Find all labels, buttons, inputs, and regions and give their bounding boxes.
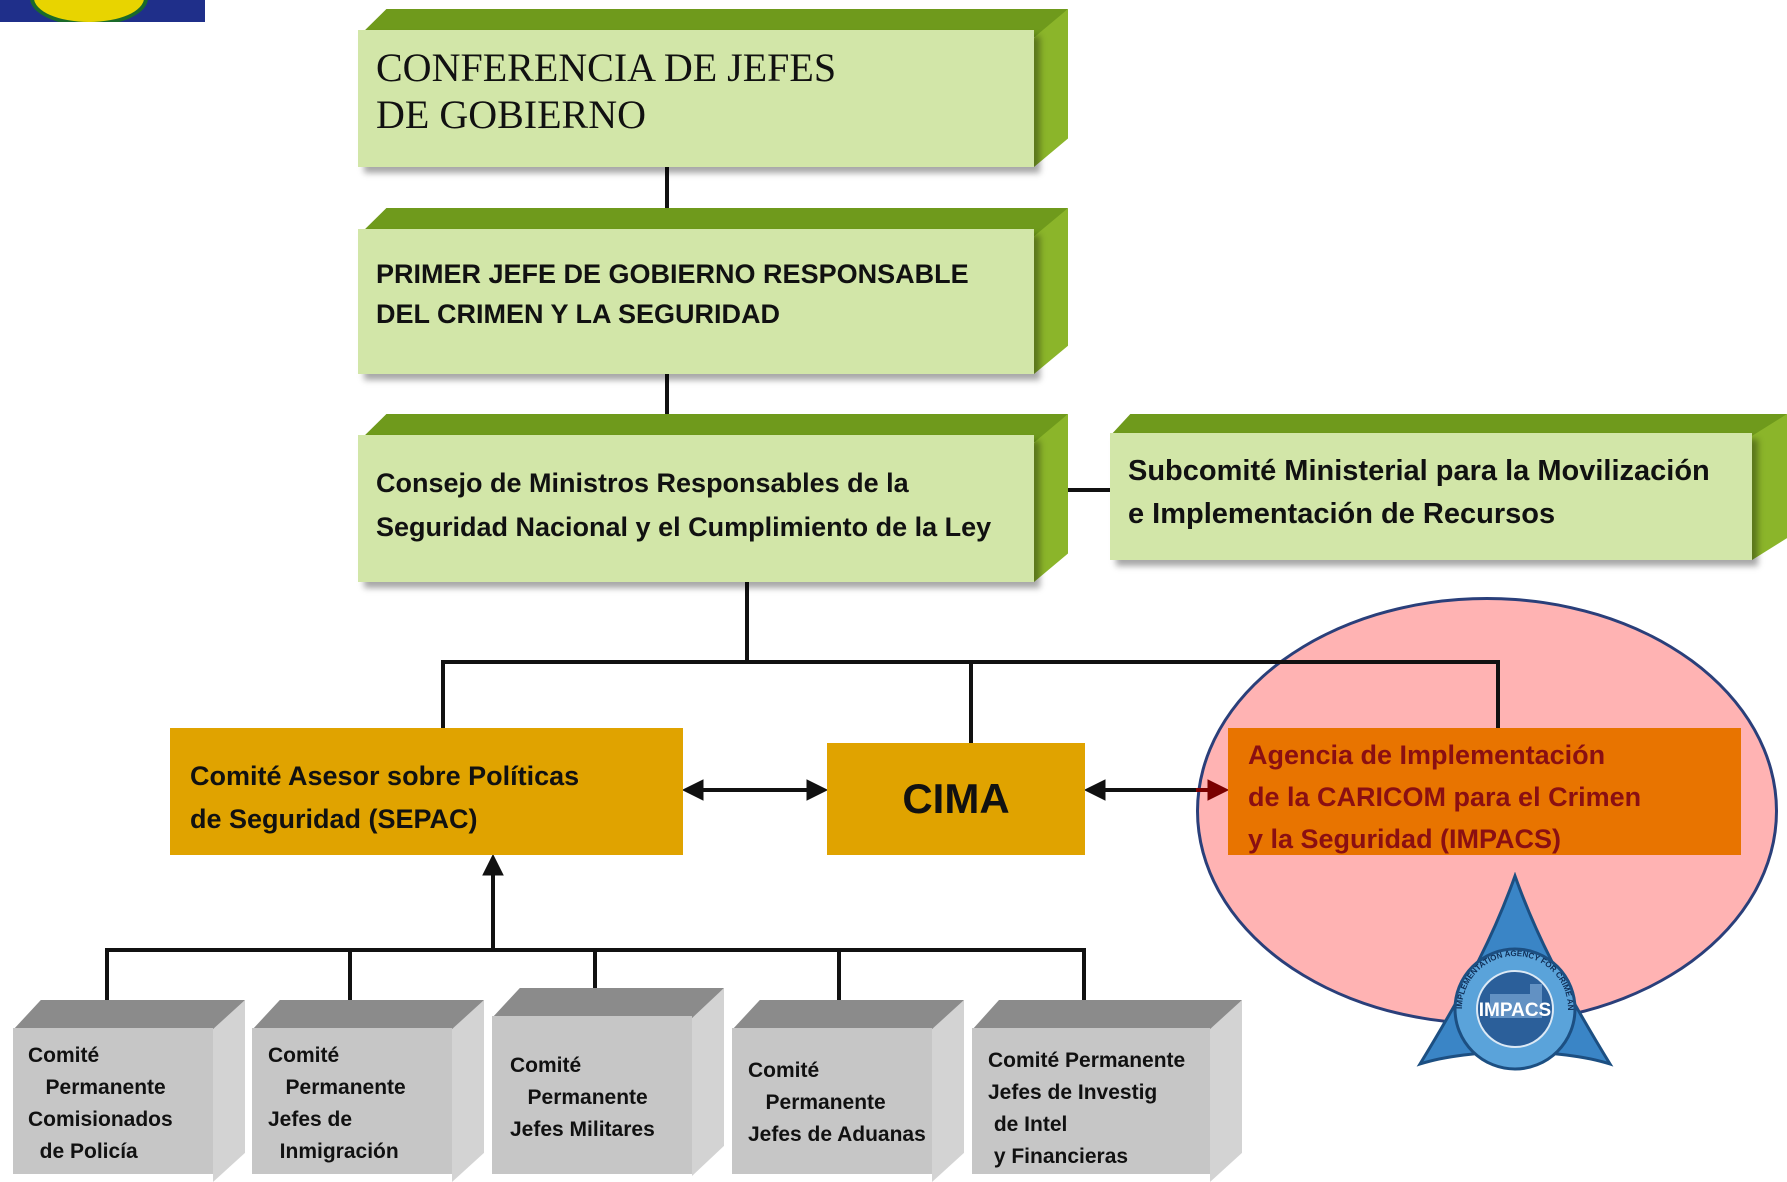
- committee-3-label: Comité Permanente Jefes Militares: [510, 1054, 655, 1141]
- sepac-box: [170, 728, 683, 855]
- cima-box: [827, 743, 1085, 855]
- connector-up-to-sepac: [491, 870, 495, 950]
- committee-2-label: Comité Permanente Jefes de Inmigración: [268, 1044, 406, 1163]
- primer-jefe-label: PRIMER JEFE DE GOBIERNO RESPONSABLE DEL …: [376, 259, 969, 329]
- drop-1: [105, 948, 109, 1000]
- impacs-logo-text: IMPACS: [1479, 1000, 1551, 1021]
- committee-4-label: Comité Permanente Jefes de Aduanas: [748, 1059, 926, 1146]
- connector-primer-consejo: [665, 374, 669, 414]
- committee-5-label: Comité Permanente Jefes de Investig de I…: [988, 1049, 1186, 1168]
- impacs-logo-icon: IMPACS IMPLEMENTATION AGENCY FOR CRIME A…: [1400, 872, 1614, 1071]
- conferencia-title: CONFERENCIA DE JEFES DE GOBIERNO: [376, 45, 837, 137]
- drop-2: [348, 948, 352, 1000]
- consejo-label: Consejo de Ministros Responsables de la …: [376, 468, 992, 542]
- connector-conf-primer: [665, 163, 669, 208]
- connector-consejo-down: [745, 582, 749, 662]
- drop-4: [837, 948, 841, 1000]
- connector-consejo-subcomite: [1066, 488, 1110, 492]
- cima-label: CIMA: [902, 775, 1010, 822]
- subcomite-label: Subcomité Ministerial para la Movilizaci…: [1128, 455, 1710, 530]
- connector-to-sepac: [441, 660, 445, 728]
- sepac-label: Comité Asesor sobre Políticas de Segurid…: [190, 761, 580, 834]
- drop-5: [1082, 948, 1086, 1000]
- committee-1-label: Comité Permanente Comisionados de Policí…: [28, 1044, 173, 1163]
- impacs-box: [1228, 728, 1741, 855]
- corner-logo: [0, 0, 205, 22]
- connector-to-impacs: [1496, 660, 1500, 728]
- drop-3: [593, 948, 597, 988]
- impacs-label: Agencia de Implementación de la CARICOM …: [1248, 740, 1642, 854]
- connector-to-cima: [969, 660, 973, 743]
